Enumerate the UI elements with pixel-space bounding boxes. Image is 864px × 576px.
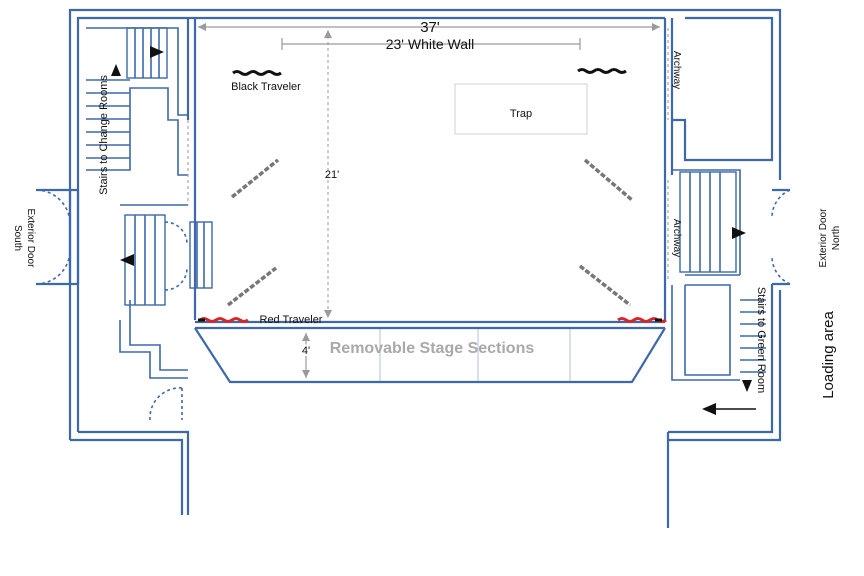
arrow-down-icon	[742, 380, 752, 392]
white-wall-label: 23' White Wall	[386, 36, 475, 52]
depth-dimension-label: 21'	[325, 169, 339, 181]
black-traveler-curtain	[232, 68, 627, 76]
dimension-lines	[198, 23, 660, 378]
stairs-change-rooms-label: Stairs to Change Rooms	[98, 75, 110, 195]
exterior-door-north-label: Exterior Door	[818, 208, 829, 268]
archway-mid-label: Archway	[671, 219, 682, 257]
removable-sections-label: Removable Stage Sections	[330, 340, 535, 357]
stage-area	[194, 83, 666, 384]
exterior-door-north	[771, 189, 791, 285]
building-walls	[36, 8, 790, 528]
width-dimension-label: 37'	[420, 19, 440, 36]
exterior-door-north-label-2: North	[831, 226, 842, 250]
interior-doors	[149, 28, 669, 421]
exterior-door-south-label: Exterior Door	[25, 209, 36, 269]
trap-outline	[454, 83, 588, 135]
arrow-up-icon	[111, 64, 121, 76]
black-traveler-label: Black Traveler	[231, 81, 301, 93]
archway-top-label: Archway	[671, 51, 682, 89]
stairs-green-room-label: Stairs to Green Room	[755, 287, 767, 393]
stairs-green-room	[679, 171, 766, 415]
exterior-door-south-label-2: South	[12, 225, 23, 251]
arrow-right-icon	[732, 227, 746, 239]
wing-legs	[226, 158, 634, 307]
loading-area-label: Loading area	[820, 311, 837, 399]
red-traveler-curtain	[198, 317, 667, 323]
red-traveler-label: Red Traveler	[260, 314, 323, 326]
exterior-door-south	[35, 189, 71, 285]
arrow-left-icon	[120, 254, 134, 266]
arrow-right-icon	[150, 46, 164, 58]
arrow-left-icon	[702, 403, 716, 415]
trap-label: Trap	[510, 108, 532, 120]
apron-dimension-label: 4'	[302, 345, 310, 357]
stairs-change-rooms	[86, 27, 213, 306]
